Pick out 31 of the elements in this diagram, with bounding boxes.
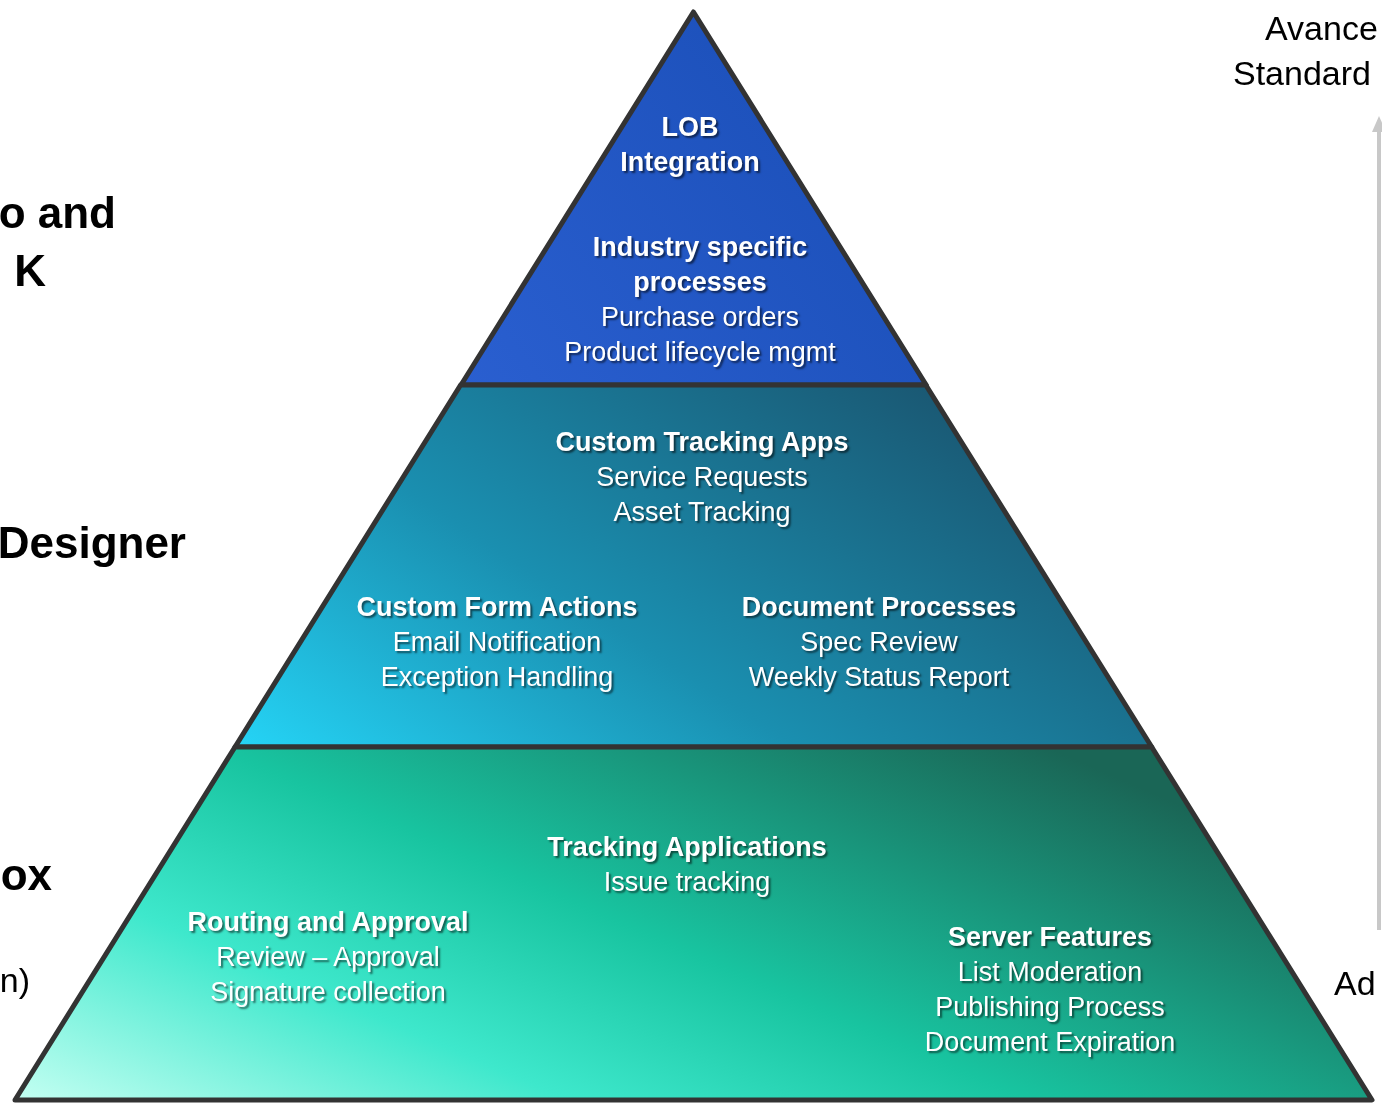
side-label: Designer [0,521,186,565]
tier-heading: Industry specific processes [591,231,809,299]
tier-item: Spec Review [800,625,958,659]
tier-heading: Tracking Applications [547,831,827,864]
side-label: n) [0,963,30,997]
side-label: Standard [1233,56,1371,90]
tier-item: Email Notification [392,625,602,659]
pyramid-top-tier [458,9,929,388]
tier-heading: Document Processes [741,590,1017,624]
tier-item: Weekly Status Report [748,660,1010,694]
tier-heading: LOB Integration [619,111,761,179]
tier-heading: Routing and Approval [187,905,469,939]
tier-item: Document Expiration [924,1026,1176,1059]
side-label: o and [0,191,116,235]
tier-item: Asset Tracking [613,495,791,529]
side-label: ox [0,853,52,897]
side-label: Ad [1334,966,1376,1000]
tier-item: Exception Handling [380,660,614,694]
tier-item: Service Requests [596,460,808,494]
tier-heading: Custom Tracking Apps [555,425,849,459]
tier-item: List Moderation [957,956,1143,989]
tier-item: Purchase orders [600,301,800,334]
tier-item: Review – Approval [216,940,440,974]
tier-heading: Custom Form Actions [356,590,638,624]
tier-heading: Server Features [947,921,1153,954]
tier-item: Publishing Process [935,991,1165,1024]
side-label: K [14,249,46,293]
side-label: Avance [1265,11,1378,45]
tier-item: Signature collection [210,975,446,1009]
tier-item: Issue tracking [603,866,771,899]
tier-item: Product lifecycle mgmt [564,336,836,369]
